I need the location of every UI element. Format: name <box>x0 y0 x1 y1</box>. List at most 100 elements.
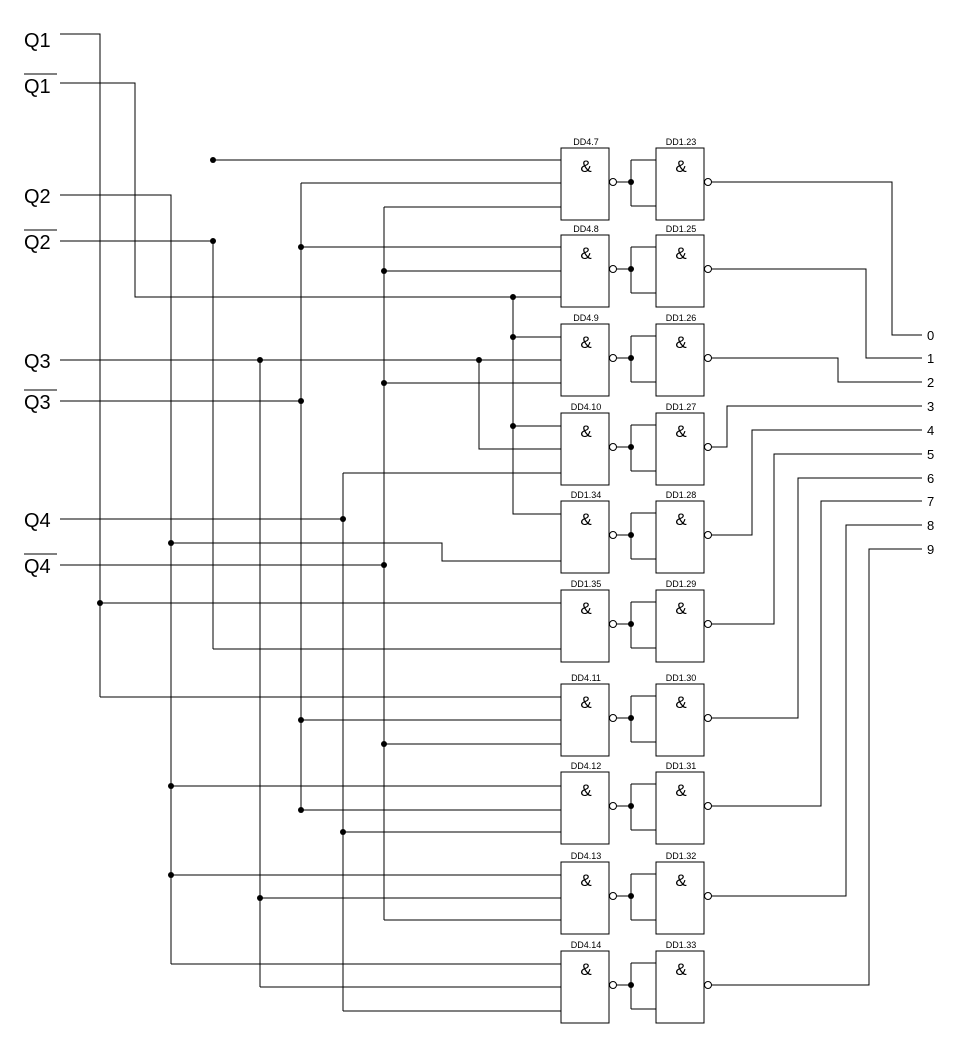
junction-dot <box>340 829 346 835</box>
and-gate-symbol: & <box>580 871 592 890</box>
and-gate-1 <box>560 234 610 308</box>
junction-dot <box>298 398 304 404</box>
inversion-bubble <box>609 178 617 186</box>
junction-dot <box>381 741 387 747</box>
input-label-2: Q1 <box>24 76 51 98</box>
gate-input-wire <box>512 297 561 515</box>
junction-dot <box>628 715 634 721</box>
gates: &DD4.7&DD1.23&DD4.8&DD1.25&DD4.9&DD1.26&… <box>560 137 712 1024</box>
inverter-gate-symbol: & <box>675 693 687 712</box>
inverter-gate-symbol: & <box>675 333 687 352</box>
output-wire-7 <box>711 500 922 807</box>
output-bubble <box>704 265 712 273</box>
and-gate-6 <box>560 683 610 757</box>
inverter-gate-8 <box>655 861 705 935</box>
inverter-gate-label-1: DD1.25 <box>666 224 697 234</box>
output-wire-3 <box>711 405 922 448</box>
and-gate-symbol: & <box>580 510 592 529</box>
input-label-1: Q1 <box>24 30 51 52</box>
inversion-bubble <box>609 714 617 722</box>
and-gate-label-1: DD4.8 <box>573 224 599 234</box>
output-label-8: 8 <box>927 518 934 533</box>
output-bubble <box>704 981 712 989</box>
junction-dot <box>628 266 634 272</box>
and-gate-symbol: & <box>580 333 592 352</box>
and-gate-4 <box>560 500 610 574</box>
input-label-4: Q2 <box>24 232 51 254</box>
and-gate-symbol: & <box>580 244 592 263</box>
junction-dot <box>381 268 387 274</box>
output-wire-0 <box>711 181 922 336</box>
inverter-gate-0 <box>655 147 705 221</box>
inverter-gate-9 <box>655 950 705 1024</box>
inverter-gate-6 <box>655 683 705 757</box>
inverter-gate-symbol: & <box>675 510 687 529</box>
output-bubble <box>704 802 712 810</box>
and-gate-0 <box>560 147 610 221</box>
output-bubble <box>704 354 712 362</box>
junction-dot <box>510 334 516 340</box>
junctions <box>97 157 634 988</box>
output-wire-2 <box>711 357 922 383</box>
and-gate-2 <box>560 323 610 397</box>
junction-dot <box>628 893 634 899</box>
input-wire-q3 <box>60 359 261 987</box>
inverter-gate-symbol: & <box>675 871 687 890</box>
output-bubble <box>704 620 712 628</box>
inversion-bubble <box>609 354 617 362</box>
inverter-gate-label-2: DD1.26 <box>666 313 697 323</box>
wires <box>60 33 922 1012</box>
inverter-gate-symbol: & <box>675 781 687 800</box>
input-label-5: Q3 <box>24 351 51 373</box>
gate-input-wire <box>171 542 561 562</box>
inversion-bubble <box>609 443 617 451</box>
inversion-bubble <box>609 892 617 900</box>
junction-dot <box>628 179 634 185</box>
output-wire-9 <box>711 548 922 986</box>
and-gate-label-3: DD4.10 <box>571 402 602 412</box>
output-bubble <box>704 892 712 900</box>
gate-input-wire <box>478 360 561 450</box>
junction-dot <box>628 532 634 538</box>
and-gate-8 <box>560 861 610 935</box>
output-wire-6 <box>711 477 922 719</box>
and-gate-label-7: DD4.12 <box>571 761 602 771</box>
and-gate-label-5: DD1.35 <box>571 579 602 589</box>
input-wire-q4-bar <box>60 564 385 920</box>
inverter-gate-label-5: DD1.29 <box>666 579 697 589</box>
junction-dot <box>168 540 174 546</box>
output-bubble <box>704 531 712 539</box>
inverter-gate-7 <box>655 771 705 845</box>
junction-dot <box>298 244 304 250</box>
and-gate-7 <box>560 771 610 845</box>
input-wire-q1 <box>60 33 101 697</box>
inversion-bubble <box>609 265 617 273</box>
output-label-3: 3 <box>927 399 934 414</box>
inversion-bubble <box>609 981 617 989</box>
input-label-7: Q4 <box>24 510 51 532</box>
inverter-gate-label-4: DD1.28 <box>666 490 697 500</box>
junction-dot <box>340 516 346 522</box>
inverter-gate-label-7: DD1.31 <box>666 761 697 771</box>
junction-dot <box>476 357 482 363</box>
junction-dot <box>381 562 387 568</box>
and-gate-label-8: DD4.13 <box>571 851 602 861</box>
output-label-0: 0 <box>927 328 934 343</box>
output-label-5: 5 <box>927 447 934 462</box>
output-bubble <box>704 714 712 722</box>
output-bubble <box>704 178 712 186</box>
output-label-7: 7 <box>927 494 934 509</box>
junction-dot <box>628 982 634 988</box>
output-wire-5 <box>711 453 922 625</box>
and-gate-9 <box>560 950 610 1024</box>
inverter-gate-symbol: & <box>675 960 687 979</box>
input-label-6: Q3 <box>24 392 51 414</box>
junction-dot <box>298 807 304 813</box>
output-wire-4 <box>711 429 922 536</box>
junction-dot <box>510 423 516 429</box>
and-gate-label-9: DD4.14 <box>571 940 602 950</box>
junction-dot <box>257 357 263 363</box>
output-label-9: 9 <box>927 542 934 557</box>
